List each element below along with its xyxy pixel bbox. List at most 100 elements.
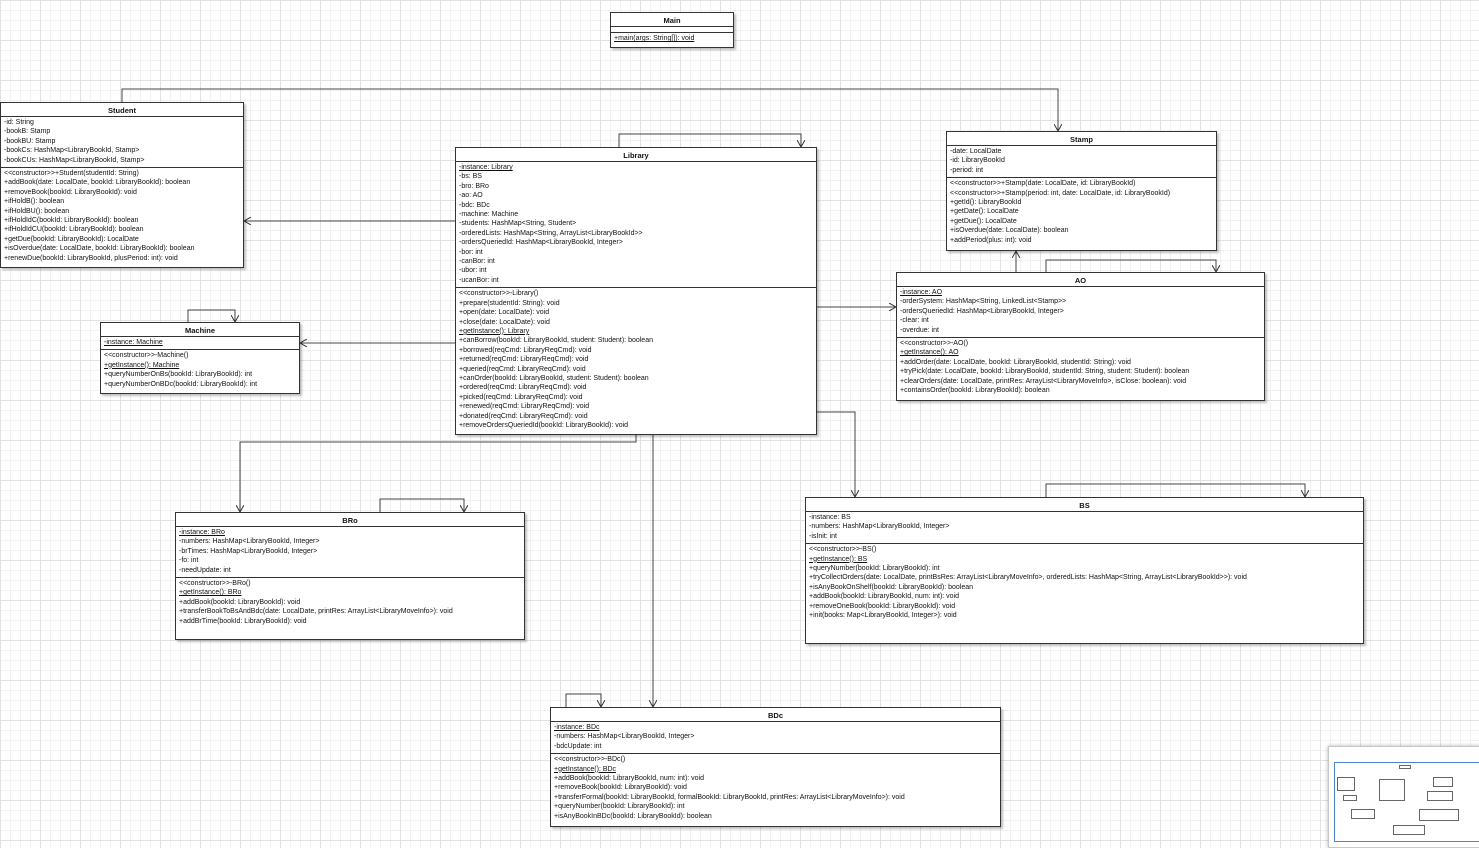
class-ao[interactable]: AO-instance: AO-orderSystem: HashMap<Str… (896, 272, 1265, 401)
method-row[interactable]: +getInstance(): BRo (179, 589, 242, 597)
method-row[interactable]: <<constructor>>+Stamp(period: int, date:… (950, 189, 1171, 197)
attribute-row[interactable]: -machine: Machine (459, 211, 519, 219)
attribute-row[interactable]: -numbers: HashMap<LibraryBookId, Integer… (554, 733, 695, 741)
attribute-row[interactable]: -instance: Library (459, 164, 513, 171)
attribute-row[interactable]: -brTimes: HashMap<LibraryBookId, Integer… (179, 547, 318, 555)
method-row[interactable]: <<constructor>>-BRo() (179, 580, 251, 588)
attribute-row[interactable]: -bdc: BDc (459, 201, 490, 209)
method-row[interactable]: +picked(reqCmd: LibraryReqCmd): void (459, 393, 583, 401)
attribute-row[interactable]: -fo: int (179, 557, 199, 565)
method-row[interactable]: +getDue(): LocalDate (950, 217, 1017, 225)
method-row[interactable]: <<constructor>>+Stamp(date: LocalDate, i… (950, 180, 1136, 188)
method-row[interactable]: +addPeriod(plus: int): void (950, 236, 1032, 244)
attribute-row[interactable]: -bor: int (459, 248, 483, 256)
method-row[interactable]: <<constructor>>-AO() (900, 340, 969, 348)
class-bro[interactable]: BRo-instance: BRo-numbers: HashMap<Libra… (175, 512, 525, 640)
method-row[interactable]: +clearOrders(date: LocalDate, printRes: … (900, 377, 1187, 385)
class-machine[interactable]: Machine-instance: Machine<<constructor>>… (100, 322, 300, 394)
attribute-row[interactable]: -bookCUs: HashMap<LibraryBookId, Stamp> (4, 156, 145, 164)
attribute-row[interactable]: -instance: BRo (179, 529, 225, 536)
class-library[interactable]: Library-instance: Library-bs: BS-bro: BR… (455, 147, 817, 435)
attribute-row[interactable]: -bookBU: Stamp (4, 137, 56, 145)
class-bs[interactable]: BS-instance: BS-numbers: HashMap<Library… (805, 497, 1364, 644)
method-row[interactable]: +tryCollectOrders(date: LocalDate, print… (809, 574, 1247, 582)
method-row[interactable]: +open(date: LocalDate): void (459, 309, 550, 317)
method-row[interactable]: +queryNumberOnBs(bookId: LibraryBookId):… (104, 371, 253, 379)
method-row[interactable]: +addBook(bookId: LibraryBookId): void (179, 598, 301, 606)
method-row[interactable]: +getDate(): LocalDate (950, 208, 1019, 216)
method-row[interactable]: +close(date: LocalDate): void (459, 318, 550, 326)
method-row[interactable]: <<constructor>>+Student(studentId: Strin… (4, 170, 139, 178)
method-row[interactable]: +queryNumber(bookId: LibraryBookId): int (554, 803, 685, 811)
attribute-row[interactable]: -numbers: HashMap<LibraryBookId, Integer… (809, 523, 950, 531)
attribute-row[interactable]: -ucanBor: int (459, 276, 499, 284)
method-row[interactable]: +getDue(bookId: LibraryBookId): LocalDat… (4, 235, 139, 243)
method-row[interactable]: +queryNumber(bookId: LibraryBookId): int (809, 565, 940, 573)
attribute-row[interactable]: -date: LocalDate (950, 148, 1002, 155)
method-row[interactable]: +ifHoldB(): boolean (4, 198, 65, 206)
attribute-row[interactable]: -bdcUpdate: int (554, 742, 602, 750)
method-row[interactable]: +removeBook(bookId: LibraryBookId): void (4, 188, 137, 196)
attribute-row[interactable]: -instance: AO (900, 289, 943, 296)
method-row[interactable]: +ifHoldIdC(bookId: LibraryBookId): boole… (4, 217, 139, 225)
attribute-row[interactable]: -ubor: int (459, 267, 487, 275)
method-row[interactable]: <<constructor>>-BS() (809, 546, 877, 554)
outline-minimap[interactable] (1328, 746, 1479, 848)
method-row[interactable]: +prepare(studentId: String): void (459, 299, 560, 307)
attribute-row[interactable]: -instance: Machine (104, 339, 163, 346)
method-row[interactable]: +transferFormal(bookId: LibraryBookId, f… (554, 793, 905, 801)
method-row[interactable]: +queryNumberOnBDc(bookId: LibraryBookId)… (104, 380, 258, 388)
class-main[interactable]: Main+main(args: String[]): void (610, 12, 734, 48)
method-row[interactable]: +addBook(date: LocalDate, bookId: Librar… (4, 179, 191, 187)
method-row[interactable]: +isOverdue(date: LocalDate, bookId: Libr… (4, 245, 195, 253)
attribute-row[interactable]: -clear: int (900, 317, 929, 325)
method-row[interactable]: +isAnyBookOnShelf(bookId: LibraryBookId)… (809, 583, 974, 591)
method-row[interactable]: +getInstance(): Library (459, 327, 530, 335)
attribute-row[interactable]: -instance: BDc (554, 724, 600, 731)
method-row[interactable]: +isOverdue(date: LocalDate): boolean (950, 227, 1069, 235)
method-row[interactable]: +canOrder(bookId: LibraryBookId, student… (459, 374, 649, 382)
method-row[interactable]: +isAnyBookInBDc(bookId: LibraryBookId): … (554, 812, 712, 820)
method-row[interactable]: +canBorrow(bookId: LibraryBookId, studen… (459, 337, 653, 345)
attribute-row[interactable]: -needUpdate: int (179, 566, 231, 574)
attribute-row[interactable]: -bro: BRo (459, 182, 489, 190)
method-row[interactable]: +ifHoldBU(): boolean (4, 207, 70, 215)
method-row[interactable]: +renewed(reqCmd: LibraryReqCmd): void (459, 403, 590, 411)
method-row[interactable]: +getInstance(): AO (900, 349, 959, 357)
attribute-row[interactable]: -ao: AO (459, 192, 483, 200)
attribute-row[interactable]: -id: LibraryBookId (950, 157, 1005, 165)
method-row[interactable]: +queried(reqCmd: LibraryReqCmd): void (459, 365, 586, 373)
attribute-row[interactable]: -period: int (950, 166, 984, 174)
method-row[interactable]: +ordered(reqCmd: LibraryReqCmd): void (459, 384, 587, 392)
method-row[interactable]: <<constructor>>-BDc() (554, 756, 626, 764)
attribute-row[interactable]: -overdue: int (900, 326, 939, 334)
method-row[interactable]: +removeOneBook(bookId: LibraryBookId): v… (809, 602, 956, 610)
method-row[interactable]: +transferBookToBsAndBdc(date: LocalDate,… (179, 608, 453, 616)
attribute-row[interactable]: -ordersQueriedId: HashMap<LibraryBookId,… (900, 307, 1064, 315)
class-student[interactable]: Student-id: String-bookB: Stamp-bookBU: … (0, 102, 244, 268)
attribute-row[interactable]: -ordersQueriedId: HashMap<LibraryBookId,… (459, 239, 623, 247)
method-row[interactable]: +borrowed(reqCmd: LibraryReqCmd): void (459, 346, 592, 354)
method-row[interactable]: +getId(): LibraryBookId (950, 199, 1022, 207)
attribute-row[interactable]: -numbers: HashMap<LibraryBookId, Integer… (179, 538, 320, 546)
method-row[interactable]: +getInstance(): BS (809, 555, 868, 563)
attribute-row[interactable]: -bookB: Stamp (4, 128, 51, 136)
attribute-row[interactable]: -students: HashMap<String, Student> (459, 220, 577, 228)
method-row[interactable]: +init(books: Map<LibraryBookId, Integer>… (809, 612, 957, 620)
method-row[interactable]: <<constructor>>-Machine() (104, 352, 189, 360)
method-row[interactable]: +donated(reqCmd: LibraryReqCmd): void (459, 412, 588, 420)
method-row[interactable]: +removeOrdersQueriedId(bookId: LibraryBo… (459, 421, 629, 429)
method-row[interactable]: +main(args: String[]): void (614, 35, 695, 42)
attribute-row[interactable]: -bs: BS (459, 173, 482, 181)
attribute-row[interactable]: -bookCs: HashMap<LibraryBookId, Stamp> (4, 147, 140, 155)
attribute-row[interactable]: -canBor: int (459, 258, 495, 266)
method-row[interactable]: +addBrTime(bookId: LibraryBookId): void (179, 617, 307, 625)
method-row[interactable]: <<constructor>>-Library() (459, 290, 539, 298)
attribute-row[interactable]: -isInit: int (809, 532, 838, 540)
method-row[interactable]: +addOrder(date: LocalDate, bookId: Libra… (900, 358, 1131, 366)
attribute-row[interactable]: -id: String (4, 119, 34, 126)
method-row[interactable]: +returned(reqCmd: LibraryReqCmd): void (459, 356, 589, 364)
method-row[interactable]: +containsOrder(bookId: LibraryBookId): b… (900, 387, 1050, 395)
class-stamp[interactable]: Stamp-date: LocalDate-id: LibraryBookId-… (946, 131, 1217, 251)
attribute-row[interactable]: -orderedLists: HashMap<String, ArrayList… (459, 229, 643, 237)
